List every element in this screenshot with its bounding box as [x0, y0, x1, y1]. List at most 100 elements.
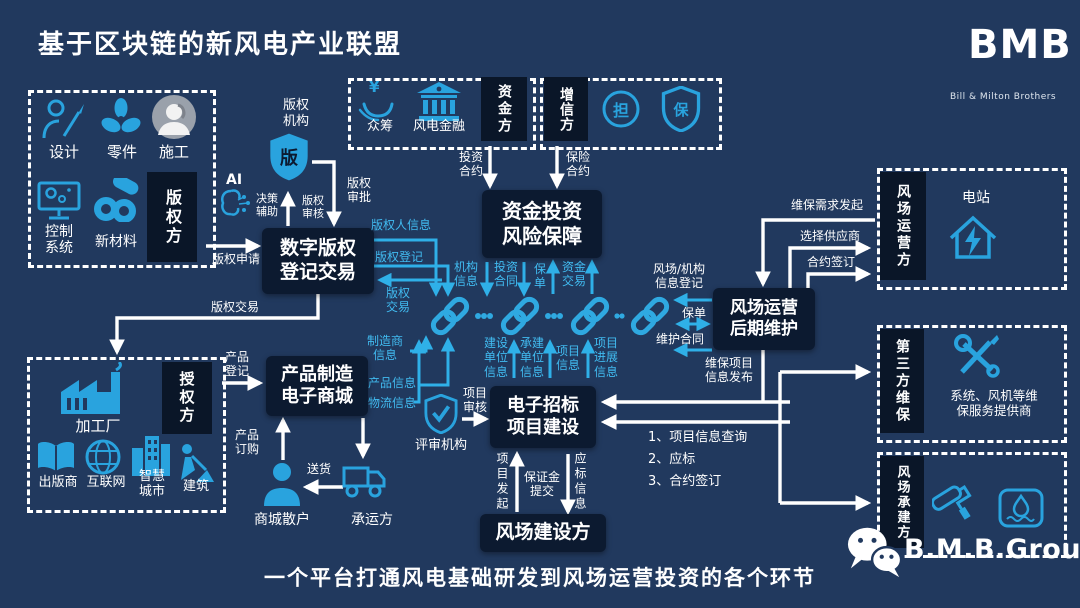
publisher-label: 出版商 — [38, 475, 78, 490]
farm-org-register-label: 风场/机构 信息登记 — [652, 262, 706, 291]
publisher-book-icon — [38, 441, 74, 471]
guarantee-badge-char: 担 — [612, 101, 629, 120]
copyright-apply-label: 版权申请 — [211, 252, 260, 266]
building-worker-icon — [181, 444, 214, 482]
construction-avatar-icon — [152, 95, 196, 139]
control-system-icon — [37, 181, 81, 220]
ai-brain-icon — [221, 189, 250, 216]
credit-party-box: 增信方 — [544, 77, 588, 141]
node-digital-copyright: 数字版权 登记交易 — [262, 228, 374, 294]
project-initiate-label: 项目发起 — [495, 452, 509, 512]
copyright-shield-icon: 版 — [268, 132, 310, 182]
internet-globe-icon — [85, 439, 121, 475]
tools-icon — [954, 334, 1000, 378]
deposit-submit-label: 保证金 提交 — [523, 470, 560, 499]
new-materials-label: 新材料 — [95, 234, 137, 250]
maintain-request-label: 维保需求发起 — [790, 198, 863, 212]
group-fund-party — [348, 78, 536, 150]
review-org-label: 评审机构 — [414, 438, 467, 453]
project-info-label: 项目 信息 — [555, 344, 580, 373]
org-info-label: 机构 信息 — [453, 260, 478, 289]
node-fund-risk: 资金投资 风险保障 — [482, 190, 602, 258]
product-register-label: 产品 登记 — [224, 350, 249, 379]
paint-roller-icon — [932, 484, 972, 520]
factory-icon — [61, 362, 122, 414]
crowdfunding-icon: ¥ — [356, 78, 400, 122]
choose-supplier-label: 选择供应商 — [799, 229, 860, 243]
maintain-contract-label: 维护合同 — [655, 332, 704, 346]
review-shield-icon — [424, 394, 458, 434]
mall-customer-label: 商城散户 — [254, 512, 310, 528]
construction-label: 施工 — [158, 143, 189, 161]
copyright-approval-label: 版权 审批 — [346, 176, 371, 205]
maintenance-party-box: 第三方维保 — [880, 329, 924, 433]
logistics-info-label: 物流信息 — [368, 396, 417, 410]
building-label: 建筑 — [182, 479, 209, 494]
control-system-label: 控制 系统 — [45, 224, 73, 257]
copyright-register-label: 版权登记 — [374, 250, 423, 264]
contractor-info-label: 承建 单位 信息 — [519, 336, 544, 379]
maintain-publish-label: 维保项目 信息发布 — [704, 356, 753, 385]
product-info-label: 产品信息 — [368, 376, 417, 390]
licensor-party-box: 授权方 — [162, 362, 212, 434]
copyright-shield-char: 版 — [280, 148, 298, 169]
power-station-label: 电站 — [962, 190, 990, 206]
fund-party-box: 资金方 — [481, 77, 527, 141]
project-progress-label: 项目 进展 信息 — [593, 336, 618, 379]
tender-step-1: 1、项目信息查询 — [648, 430, 748, 445]
delivery-label: 送货 — [306, 462, 331, 476]
guarantee-badge-icon: 担 — [600, 88, 642, 130]
copyright-org-label: 版权 机构 — [282, 98, 309, 129]
fund-trade-label: 资金 交易 — [561, 260, 586, 289]
tender-step-3: 3、合约签订 — [648, 474, 722, 489]
decision-support-label: 决策 辅助 — [256, 192, 278, 219]
node-e-tender: 电子招标 项目建设 — [490, 386, 596, 448]
copyright-trade-label: 版权交易 — [210, 300, 259, 314]
group-third-party-maintenance — [877, 325, 1067, 443]
group-farm-operator — [877, 168, 1067, 290]
internet-label: 互联网 — [86, 475, 126, 490]
ai-label: AI — [226, 172, 243, 188]
power-station-icon — [949, 215, 997, 259]
product-order-label: 产品 订购 — [234, 428, 259, 457]
group-licensor-party — [27, 357, 226, 513]
invest-contract-label: 投资 合约 — [458, 150, 483, 179]
yuan-glyph: ¥ — [369, 78, 380, 96]
page-title: 基于区块链的新风电产业联盟 — [38, 30, 403, 60]
insurance-badge-icon: 保 — [660, 86, 702, 132]
policy-label: 保 单 — [533, 262, 546, 291]
sign-contract-label: 合约签订 — [806, 255, 855, 269]
tender-step-2: 2、应标 — [648, 452, 696, 467]
farm-operator-box: 风场运营方 — [880, 172, 926, 280]
customer-person-icon — [264, 463, 300, 506]
insurance-contract-label: 保险 合约 — [565, 150, 590, 179]
insurance-badge-char: 保 — [673, 100, 689, 119]
copyright-trade2-label: 版权 交易 — [385, 286, 410, 315]
parts-fan-icon — [101, 98, 141, 133]
bank-icon — [417, 82, 461, 121]
maintenance-desc: 系统、风机等维 保服务提供商 — [950, 388, 1038, 418]
node-farm-builder: 风场建设方 — [480, 514, 606, 552]
crowdfunding-label: 众筹 — [366, 119, 393, 134]
wechat-icon — [847, 527, 903, 578]
invest-agreement-label: 投资 合同 — [493, 260, 518, 289]
maker-info-label: 制造商 信息 — [366, 334, 403, 363]
group-copyright-party — [28, 90, 216, 268]
policy2-label: 保单 — [681, 306, 706, 320]
wechat-account: B.M.B.Group. — [904, 534, 1080, 565]
carrier-truck-icon — [342, 466, 386, 498]
designer-icon — [42, 99, 84, 139]
designer-label: 设计 — [48, 143, 79, 161]
new-materials-icon — [94, 178, 139, 222]
contractor-party-box: 风场承建方 — [880, 456, 924, 548]
group-farm-contractor — [877, 452, 1067, 558]
node-ops-maintenance: 风场运营 后期维护 — [713, 288, 815, 350]
builder-info-label: 建设 单位 信息 — [483, 336, 508, 379]
bmb-logo-subtitle: Bill & Milton Brothers — [950, 92, 1057, 102]
factory-label: 加工厂 — [75, 417, 121, 435]
water-meter-icon — [998, 488, 1044, 528]
smart-city-icon — [132, 436, 170, 476]
smart-city-label: 智慧 城市 — [138, 469, 165, 499]
